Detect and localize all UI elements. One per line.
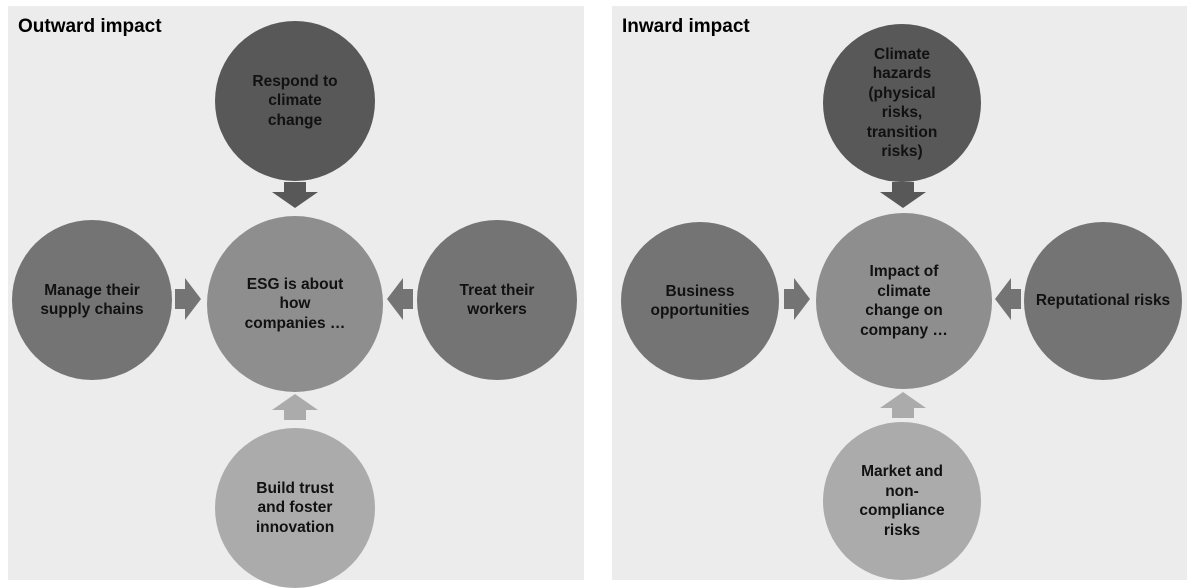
left-node: Business opportunities [621,222,779,380]
arrow-left [387,278,413,320]
right-node: Reputational risks [1024,222,1182,380]
left-node: Manage their supply chains [12,220,172,380]
panel-title: Inward impact [622,16,750,37]
arrow-right [175,278,201,320]
top-node: Respond to climate change [215,21,375,181]
arrow-down [272,182,318,208]
arrow-right [784,278,810,320]
bottom-node: Build trust and foster innovation [215,428,375,588]
arrow-up [272,394,318,420]
arrow-down [880,182,926,208]
arrow-left [995,278,1021,320]
panel-title: Outward impact [18,16,162,37]
bottom-node: Market and non-compliance risks [823,422,981,580]
top-node: Climate hazards (physical risks, transit… [823,24,981,182]
arrow-up [880,392,926,418]
center-node: Impact of climate change on company … [816,213,992,389]
right-node: Treat their workers [417,220,577,380]
center-node: ESG is about how companies … [207,216,383,392]
